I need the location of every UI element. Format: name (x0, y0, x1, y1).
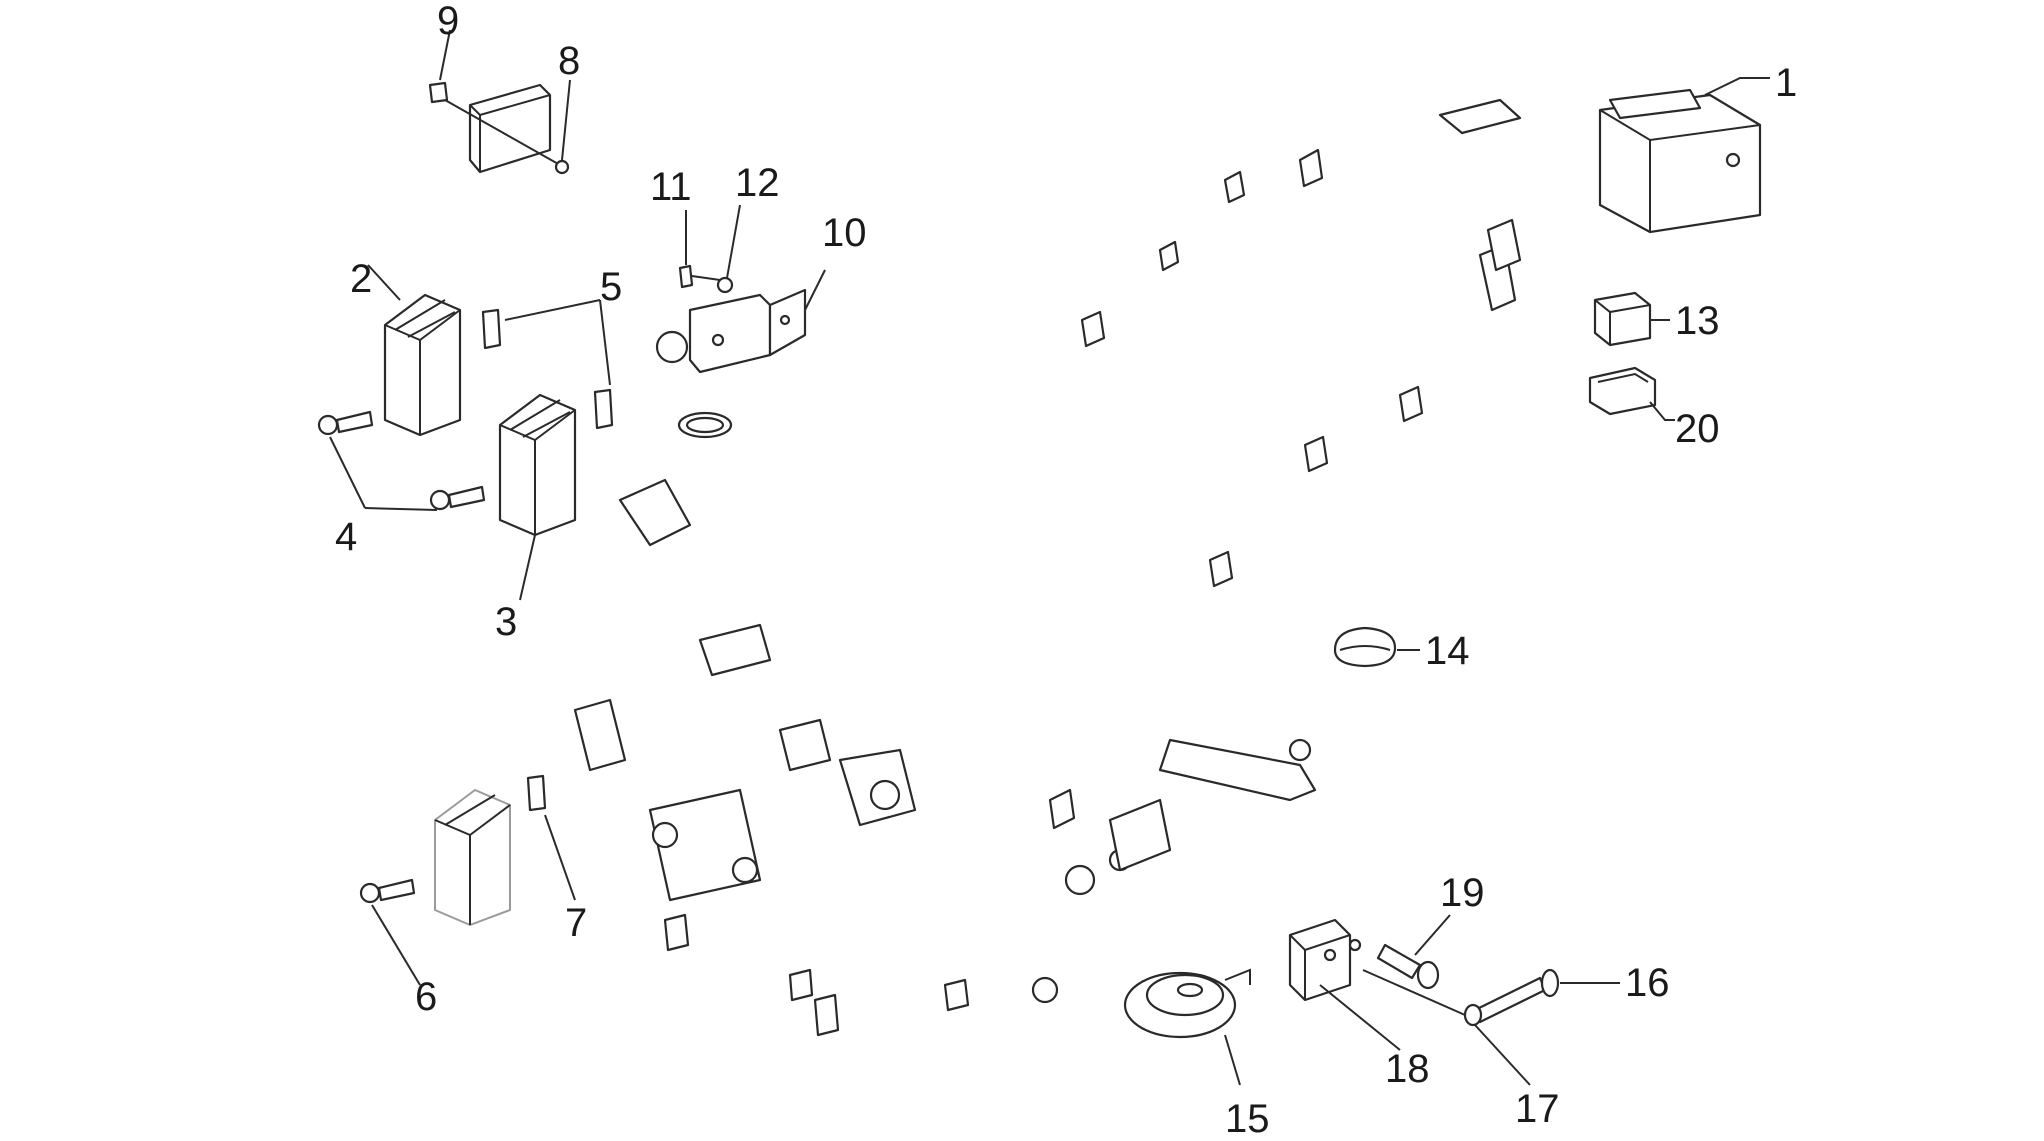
part-6-7-fuse-box (359, 774, 576, 986)
callout-7: 7 (565, 901, 587, 945)
callout-14: 14 (1425, 629, 1470, 673)
part-14-clamp-ring (1333, 626, 1420, 668)
callout-18: 18 (1385, 1047, 1430, 1091)
part-20-relay-holder (1588, 366, 1675, 421)
callout-12: 12 (735, 161, 780, 205)
part-15-horn (1123, 968, 1251, 1086)
callout-4: 4 (335, 515, 357, 559)
callout-10: 10 (822, 211, 867, 255)
callout-20: 20 (1675, 407, 1720, 451)
callout-5: 5 (600, 265, 622, 309)
callout-9: 9 (437, 0, 459, 43)
part-13-relay (1593, 291, 1670, 347)
callout-19: 19 (1440, 871, 1485, 915)
part-8-9-control-unit (428, 29, 571, 175)
part-2-fuse-box (367, 264, 462, 437)
callout-13: 13 (1675, 299, 1720, 343)
callout-15: 15 (1225, 1097, 1270, 1141)
part-18-horn-bracket (1288, 918, 1401, 1051)
callout-8: 8 (558, 39, 580, 83)
part-19-bolt (1376, 914, 1451, 990)
callout-6: 6 (415, 975, 437, 1019)
part-4-screws (317, 410, 486, 511)
part-1-battery (1598, 77, 1770, 234)
callout-3: 3 (495, 600, 517, 644)
callout-2: 2 (350, 257, 372, 301)
part-3-fuse-box (498, 393, 577, 601)
scooter-frame (573, 95, 1550, 1037)
part-5-clips (481, 299, 614, 430)
part-16-bolt (1473, 968, 1620, 1024)
callout-labels: 1 2 3 4 5 6 7 8 9 10 11 12 13 14 15 16 1… (335, 0, 1797, 1141)
part-10-bracket (678, 204, 826, 374)
callout-1: 1 (1775, 61, 1797, 105)
part-17-washer (1362, 969, 1531, 1086)
callout-17: 17 (1515, 1087, 1560, 1131)
callout-11: 11 (650, 165, 692, 209)
callout-16: 16 (1625, 961, 1670, 1005)
